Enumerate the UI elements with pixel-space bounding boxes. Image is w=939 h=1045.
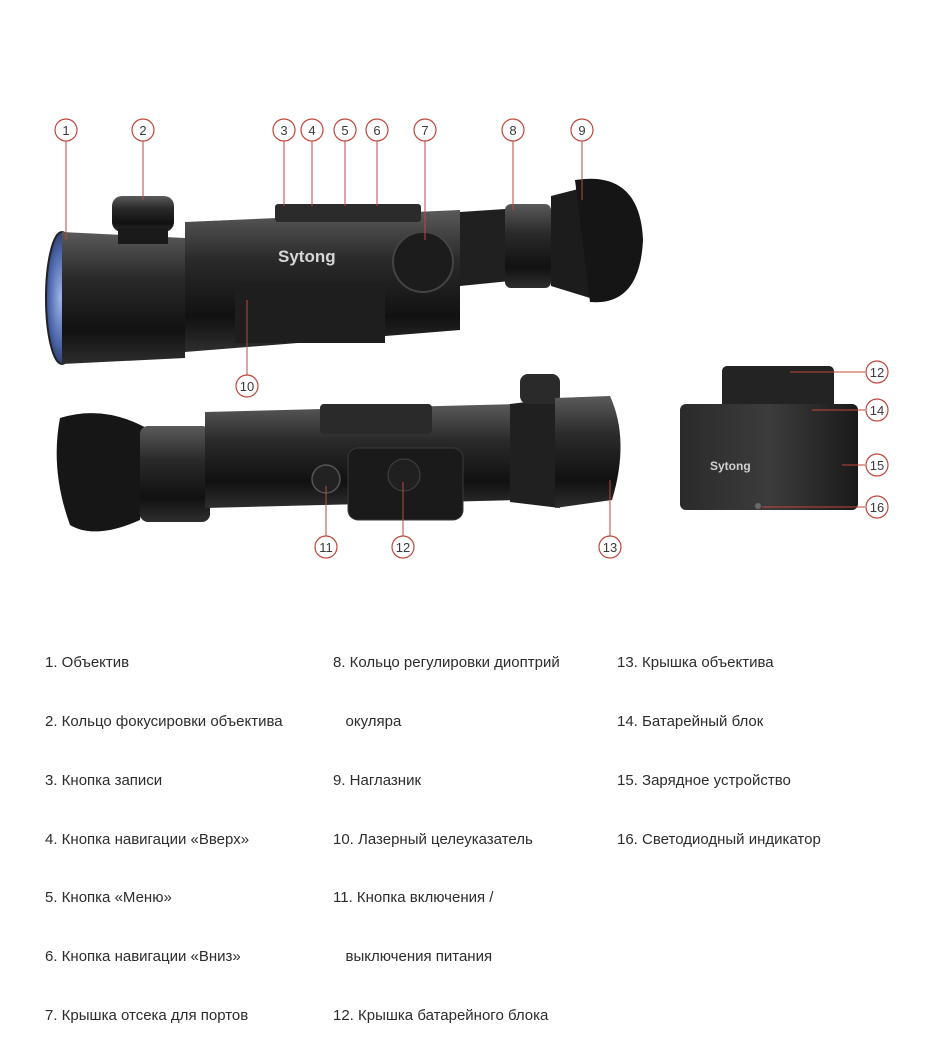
legend-column-2: 8. Кольцо регулировки диоптрий окуляра 9… [333, 614, 560, 1045]
callout-11: 11 [314, 535, 338, 559]
legend-item: 16. Светодиодный индикатор [617, 830, 821, 848]
legend-item: 8. Кольцо регулировки диоптрий [333, 654, 560, 672]
legend-column-1: 1. Объектив 2. Кольцо фокусировки объект… [45, 614, 283, 1045]
top-buttons-bottom [320, 404, 432, 434]
svg-text:9: 9 [578, 123, 585, 138]
callout-6: 6 [365, 118, 389, 142]
callout-10: 10 [235, 374, 259, 398]
svg-text:3: 3 [280, 123, 287, 138]
legend-item: 5. Кнопка «Меню» [45, 889, 172, 907]
legend-item: 14. Батарейный блок [617, 712, 764, 730]
legend-item: окуляра [333, 712, 402, 730]
svg-text:11: 11 [319, 540, 333, 555]
svg-text:5: 5 [341, 123, 348, 138]
svg-text:14: 14 [870, 403, 884, 418]
svg-text:6: 6 [373, 123, 380, 138]
legend-item: 9. Наглазник [333, 771, 422, 789]
legend-column-3: 13. Крышка объектива 14. Батарейный блок… [617, 614, 821, 869]
charger-box [680, 404, 858, 510]
callout-9: 9 [570, 118, 594, 142]
legend-item: 15. Зарядное устройство [617, 771, 791, 789]
callout-16: 16 [865, 495, 889, 519]
callout-1: 1 [54, 118, 78, 142]
legend-item: 3. Кнопка записи [45, 771, 163, 789]
svg-text:2: 2 [139, 123, 146, 138]
legend-item: 1. Объектив [45, 654, 130, 672]
svg-text:4: 4 [308, 123, 315, 138]
charger: Sytong [680, 366, 858, 510]
focus-knob-bottom [520, 374, 560, 404]
callout-7: 7 [413, 118, 437, 142]
product-diagram: Sytong Sytong [45, 118, 889, 559]
callout-5: 5 [333, 118, 357, 142]
legend-item: 12. Крышка батарейного блока [333, 1006, 549, 1024]
top-buttons [275, 204, 421, 222]
callout-14: 14 [865, 398, 889, 422]
svg-text:1: 1 [62, 123, 69, 138]
focus-knob [112, 196, 174, 232]
leaders [65, 141, 865, 536]
legend-item: 11. Кнопка включения / [333, 889, 494, 907]
brand-logo: Sytong [278, 247, 336, 266]
callout-12-box: 12 [865, 360, 889, 384]
legend-item: 13. Крышка объектива [617, 654, 774, 672]
diopter-ring [505, 204, 551, 288]
svg-text:15: 15 [870, 458, 884, 473]
svg-text:13: 13 [603, 540, 617, 555]
callout-15: 15 [865, 453, 889, 477]
callout-12: 12 [391, 535, 415, 559]
scope-top: Sytong [45, 178, 643, 365]
eyecup-bottom [56, 413, 150, 532]
legend-item: 7. Крышка отсека для портов [45, 1006, 249, 1024]
callout-8: 8 [501, 118, 525, 142]
callout-4: 4 [300, 118, 324, 142]
svg-text:12: 12 [396, 540, 410, 555]
scope-bottom [56, 374, 621, 532]
charger-brand-logo: Sytong [710, 459, 751, 473]
svg-text:12: 12 [870, 365, 884, 380]
svg-text:16: 16 [870, 500, 884, 515]
objective-cap [555, 396, 621, 508]
legend-item: 10. Лазерный целеуказатель [333, 830, 533, 848]
callout-13: 13 [598, 535, 622, 559]
callouts: 1 2 3 4 5 6 7 8 9 10 11 12 13 12 14 15 1… [54, 118, 889, 559]
callout-3: 3 [272, 118, 296, 142]
svg-text:8: 8 [509, 123, 516, 138]
svg-text:7: 7 [421, 123, 428, 138]
svg-text:10: 10 [240, 379, 254, 394]
led-indicator [755, 503, 761, 509]
legend-item: 4. Кнопка навигации «Вверх» [45, 830, 250, 848]
legend-item: выключения питания [333, 948, 493, 966]
legend-item: 6. Кнопка навигации «Вниз» [45, 948, 241, 966]
legend-item: 2. Кольцо фокусировки объектива [45, 712, 283, 730]
port-cover [392, 231, 454, 293]
eyecup [575, 178, 643, 303]
callout-2: 2 [131, 118, 155, 142]
